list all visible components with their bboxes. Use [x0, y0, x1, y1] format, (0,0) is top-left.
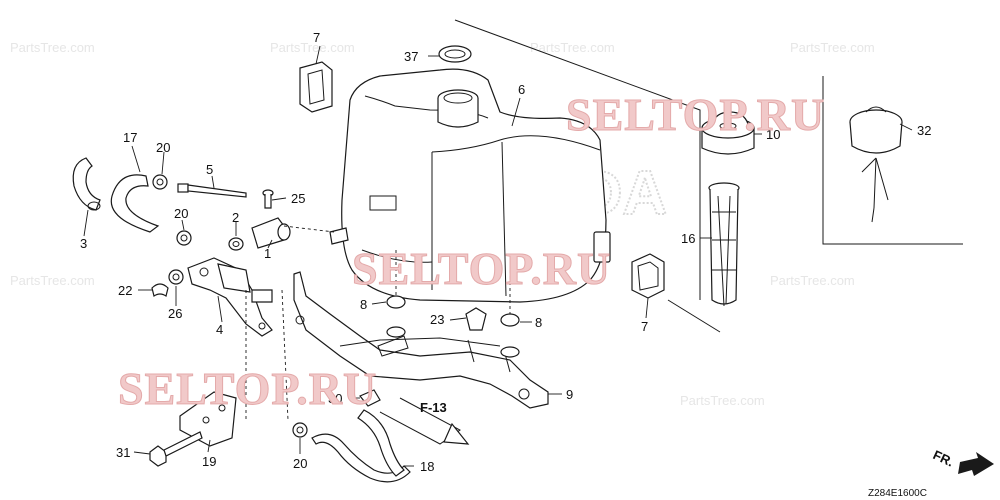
callout-8-left: 8 [360, 297, 367, 312]
callout-23: 23 [430, 312, 444, 327]
callout-26: 26 [168, 306, 182, 321]
brand-watermark-bottom: SELTOP.RU [118, 363, 377, 414]
callout-20-middle: 20 [174, 206, 188, 221]
fuel-hose-lower [311, 409, 411, 483]
fuel-hose-upper [110, 174, 160, 233]
screw [262, 189, 274, 209]
callout-20-upper: 20 [156, 140, 170, 155]
mount-plate [179, 391, 237, 447]
leader-lines [83, 45, 913, 467]
frame-line-bottom [667, 299, 721, 333]
o-ring [168, 269, 184, 285]
callout-25: 25 [291, 191, 305, 206]
faint-watermark-3: PartsTree.com [530, 40, 615, 55]
brand-watermark-middle: SELTOP.RU [352, 243, 611, 294]
callout-8-right: 8 [535, 315, 542, 330]
callout-3: 3 [80, 236, 87, 251]
small-clip [151, 283, 169, 297]
inset-frame [822, 76, 963, 245]
frame-line-top [454, 19, 701, 300]
hose-clip [465, 307, 487, 331]
fuel-cap [701, 111, 755, 155]
front-direction-arrow: FR. [931, 447, 994, 476]
section-reference: F-13 [379, 397, 470, 445]
faint-watermark-7: PartsTree.com [680, 393, 765, 408]
small-hose-clip [359, 389, 381, 407]
callout-10: 10 [766, 127, 780, 142]
grommet-upper [299, 61, 333, 113]
callout-1: 1 [264, 246, 271, 261]
callout-17: 17 [123, 130, 137, 145]
callout-22: 22 [118, 283, 132, 298]
callout-4: 4 [216, 322, 223, 337]
callout-37: 37 [404, 49, 418, 64]
callout-7-lower: 7 [641, 319, 648, 334]
front-direction-label: FR. [931, 447, 956, 469]
callout-32: 32 [917, 123, 931, 138]
callout-9: 9 [566, 387, 573, 402]
fuel-tank [329, 68, 611, 303]
long-bolt [177, 183, 247, 198]
faint-watermark-5: PartsTree.com [10, 273, 95, 288]
fuel-cap-alt [849, 106, 903, 223]
faint-watermark-1: PartsTree.com [10, 40, 95, 55]
callout-30: 30 [328, 391, 342, 406]
washer [228, 237, 244, 251]
grommet-lower [631, 253, 665, 299]
faint-watermark-6: PartsTree.com [770, 273, 855, 288]
callout-2: 2 [232, 210, 239, 225]
faint-watermark-2: PartsTree.com [270, 40, 355, 55]
flange-bolt [149, 431, 203, 467]
callout-5: 5 [206, 162, 213, 177]
fuel-valve [251, 217, 335, 249]
callout-20-lower: 20 [293, 456, 307, 471]
faint-watermark-4: PartsTree.com [790, 40, 875, 55]
faint-watermark-rows: PartsTree.com PartsTree.com PartsTree.co… [10, 40, 875, 408]
callout-7-upper: 7 [313, 30, 320, 45]
section-reference-label: F-13 [420, 400, 447, 415]
hose-clamps [152, 174, 308, 438]
callout-31: 31 [116, 445, 130, 460]
brand-watermark-top: SELTOP.RU [566, 89, 825, 140]
fuel-hose-elbow [72, 157, 101, 211]
callouts: 17 20 5 25 20 2 3 1 7 37 6 10 32 16 7 22… [80, 30, 931, 474]
callout-6: 6 [518, 82, 525, 97]
callout-16: 16 [681, 231, 695, 246]
filler-ring [438, 45, 472, 63]
callout-18: 18 [420, 459, 434, 474]
tank-mount-bracket [293, 271, 549, 409]
grommets-8 [386, 295, 520, 358]
diagram-code: Z284E1600C [868, 488, 927, 499]
valve-bracket [187, 257, 273, 337]
callout-19: 19 [202, 454, 216, 469]
fuel-strainer [708, 182, 740, 307]
